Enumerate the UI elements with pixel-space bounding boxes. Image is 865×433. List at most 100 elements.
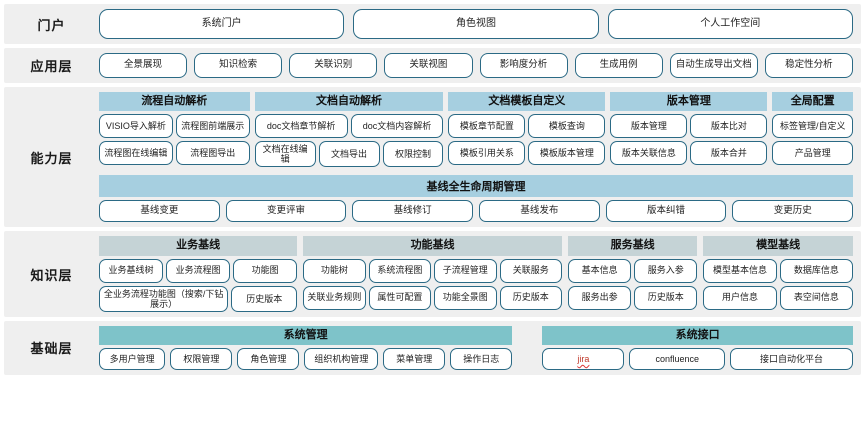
knowledge-item-3-1-0[interactable]: 用户信息 [703,285,777,310]
lifecycle-item-2[interactable]: 基线修订 [352,200,474,223]
knowledge-row-1-1: 关联业务规则属性可配置功能全景图历史版本 [303,285,562,310]
knowledge-item-3-0-1[interactable]: 数据库信息 [779,258,853,283]
lifecycle-band-title: 基线全生命周期管理 [99,175,853,198]
portal-button-1[interactable]: 角色视图 [353,9,599,39]
knowledge-item-1-0-0[interactable]: 功能树 [303,258,366,283]
capability-group-2: 文档模板自定义模板章节配置模板查询模板引用关系模板版本管理 [448,92,606,167]
jira-label: jira [577,353,590,364]
capability-item-3-0-0[interactable]: 版本管理 [610,114,688,139]
knowledge-item-2-0-0[interactable]: 基本信息 [567,258,632,283]
foundation-group-0: 系统管理多用户管理权限管理角色管理组织机构管理菜单管理操作日志 [99,325,513,370]
foundation-item-0-0[interactable]: 多用户管理 [99,347,166,370]
knowledge-item-0-1-0[interactable]: 全业务流程功能图（搜索/下钻展示） [99,285,229,312]
foundation-row-0: 多用户管理权限管理角色管理组织机构管理菜单管理操作日志 [99,347,513,370]
capability-row-2-0: 模板章节配置模板查询 [448,114,606,139]
foundation-item-0-3[interactable]: 组织机构管理 [304,347,379,370]
knowledge-row-0-0: 业务基线树业务流程图功能图 [99,258,298,283]
knowledge-item-0-0-0[interactable]: 业务基线树 [99,258,164,283]
capability-item-0-0-0[interactable]: VISIO导入解析 [99,114,173,139]
capability-item-4-1-0[interactable]: 产品管理 [772,141,853,166]
foundation-item-0-5[interactable]: 操作日志 [450,347,513,370]
knowledge-row-3-1: 用户信息表空间信息 [703,285,853,310]
layer-label-knowledge: 知识层 [30,267,73,283]
capability-item-3-1-0[interactable]: 版本关联信息 [610,141,688,166]
capability-row-2-1: 模板引用关系模板版本管理 [448,141,606,166]
application-button-1[interactable]: 知识检索 [194,53,283,78]
knowledge-item-1-1-0[interactable]: 关联业务规则 [303,285,366,310]
capability-item-0-1-0[interactable]: 流程图在线编辑 [99,141,173,166]
capability-row-4-0: 标签管理/自定义 [772,114,853,139]
knowledge-group-header-2: 服务基线 [567,236,698,256]
capability-item-3-0-1[interactable]: 版本比对 [690,114,768,139]
capability-item-2-1-0[interactable]: 模板引用关系 [448,141,526,166]
knowledge-item-1-1-3[interactable]: 历史版本 [499,285,562,310]
layer-label-foundation: 基础层 [30,341,73,357]
lifecycle-item-0[interactable]: 基线变更 [99,200,220,223]
lifecycle-item-4[interactable]: 版本纠错 [605,200,727,223]
capability-item-2-0-0[interactable]: 模板章节配置 [448,114,526,139]
application-button-4[interactable]: 影响度分析 [479,53,568,78]
knowledge-item-0-0-2[interactable]: 功能图 [233,258,298,283]
capability-item-0-0-1[interactable]: 流程图前端展示 [175,114,250,139]
application-button-5[interactable]: 生成用例 [574,53,663,78]
foundation-item-0-4[interactable]: 菜单管理 [383,347,446,370]
capability-item-1-0-1[interactable]: doc文档内容解析 [350,114,444,139]
foundation-item-1-2[interactable]: 接口自动化平台 [730,347,853,370]
capability-item-1-1-0[interactable]: 文档在线编辑 [254,141,316,168]
application-button-6[interactable]: 自动生成导出文档 [669,53,758,78]
portal-button-0[interactable]: 系统门户 [99,9,345,39]
knowledge-item-1-1-2[interactable]: 功能全景图 [434,285,497,310]
portal-button-2[interactable]: 个人工作空间 [607,9,853,39]
capability-group-4: 全局配置标签管理/自定义产品管理 [772,92,853,167]
layer-label-portal: 门户 [37,17,66,33]
layer-portal: 门户 系统门户角色视图个人工作空间 [4,4,861,44]
capability-row-3-1: 版本关联信息版本合并 [610,141,768,166]
capability-item-4-0-0[interactable]: 标签管理/自定义 [772,114,853,139]
capability-group-rows-2: 模板章节配置模板查询模板引用关系模板版本管理 [448,114,606,166]
knowledge-group-header-1: 功能基线 [303,236,562,256]
application-button-0[interactable]: 全景展现 [99,53,188,78]
capability-group-header-3: 版本管理 [610,92,768,112]
capability-item-0-1-1[interactable]: 流程图导出 [175,141,250,166]
knowledge-item-1-0-2[interactable]: 子流程管理 [434,258,497,283]
knowledge-item-3-1-1[interactable]: 表空间信息 [779,285,853,310]
foundation-item-0-1[interactable]: 权限管理 [170,347,233,370]
knowledge-group-0: 业务基线业务基线树业务流程图功能图全业务流程功能图（搜索/下钻展示）历史版本 [99,236,298,312]
knowledge-item-1-0-3[interactable]: 关联服务 [499,258,562,283]
capability-item-1-1-1[interactable]: 文档导出 [318,141,380,168]
foundation-item-1-1[interactable]: confluence [629,347,726,370]
application-button-3[interactable]: 关联视图 [384,53,473,78]
knowledge-group-header-3: 模型基线 [703,236,853,256]
knowledge-item-1-0-1[interactable]: 系统流程图 [368,258,432,283]
knowledge-item-2-1-0[interactable]: 服务出参 [567,285,632,310]
knowledge-groups: 业务基线业务基线树业务流程图功能图全业务流程功能图（搜索/下钻展示）历史版本功能… [99,236,853,312]
capability-row-1-1: 文档在线编辑文档导出权限控制 [254,141,444,168]
capability-item-2-1-1[interactable]: 模板版本管理 [528,141,606,166]
layer-body-foundation: 系统管理多用户管理权限管理角色管理组织机构管理菜单管理操作日志 系统接口 jira c… [99,325,853,370]
layer-knowledge: 知识层 业务基线业务基线树业务流程图功能图全业务流程功能图（搜索/下钻展示）历史版… [4,231,861,317]
knowledge-item-1-1-1[interactable]: 属性可配置 [368,285,432,310]
capability-item-1-0-0[interactable]: doc文档章节解析 [254,114,348,139]
knowledge-row-2-1: 服务出参历史版本 [567,285,698,310]
knowledge-item-0-0-1[interactable]: 业务流程图 [166,258,231,283]
knowledge-item-2-0-1[interactable]: 服务入参 [634,258,698,283]
lifecycle-item-5[interactable]: 变更历史 [732,200,854,223]
application-button-2[interactable]: 关联识别 [289,53,378,78]
foundation-group-header-1: 系统接口 [542,325,853,345]
foundation-item-1-0[interactable]: jira [542,347,625,370]
knowledge-item-2-1-1[interactable]: 历史版本 [634,285,698,310]
foundation-item-0-2[interactable]: 角色管理 [237,347,300,370]
capability-item-3-1-1[interactable]: 版本合并 [690,141,768,166]
application-button-7[interactable]: 稳定性分析 [764,53,853,78]
lifecycle-item-1[interactable]: 变更评审 [225,200,347,223]
knowledge-item-3-0-0[interactable]: 模型基本信息 [703,258,777,283]
lifecycle-item-3[interactable]: 基线发布 [479,200,600,223]
capability-item-1-1-2[interactable]: 权限控制 [382,141,444,168]
portal-button-row: 系统门户角色视图个人工作空间 [99,9,853,39]
capability-item-2-0-1[interactable]: 模板查询 [528,114,606,139]
knowledge-item-0-1-1[interactable]: 历史版本 [231,285,298,312]
capability-row-4-1: 产品管理 [772,141,853,166]
